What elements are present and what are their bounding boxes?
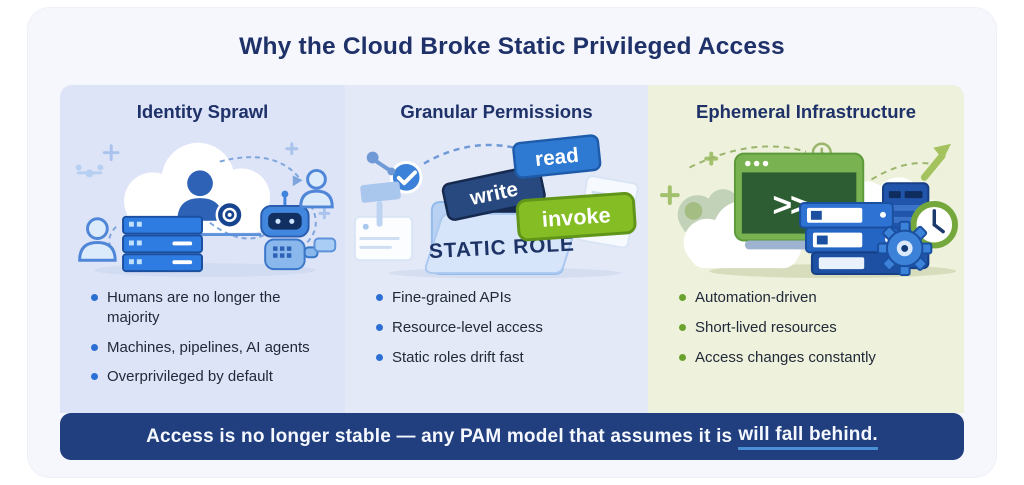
bullet-item: Automation-driven [678, 288, 952, 308]
column-3-bullet-list: Automation-driven Short-lived resources … [648, 278, 964, 377]
cloud-user-icon [177, 170, 223, 221]
bullet-item: Machines, pipelines, AI agents [90, 338, 333, 358]
robot-icon [260, 190, 337, 271]
user-small-left-icon [78, 217, 117, 262]
growth-arrow-icon [920, 143, 952, 181]
plus-icons [659, 151, 719, 205]
dashed-arc-left [689, 145, 807, 169]
column-1-bullet-list: Humans are no longer the majority Machin… [60, 278, 345, 397]
bullet-item: Humans are no longer the majority [90, 288, 333, 328]
bullet-item: Static roles drift fast [375, 348, 636, 368]
page-title: Why the Cloud Broke Static Privileged Ac… [239, 33, 785, 60]
arrowhead-icon [292, 175, 303, 187]
permission-tag-invoke-icon: invoke [515, 192, 637, 242]
security-badge-icon [215, 200, 244, 229]
bullet-item: Overprivileged by default [90, 367, 333, 387]
permission-tag-read-icon: read [512, 134, 602, 179]
bullet-item: Access changes constantly [678, 348, 952, 368]
banner-text-underlined: will fall behind. [738, 424, 878, 450]
bottom-banner: Access is no longer stable — any PAM mod… [60, 413, 964, 460]
column-identity-sprawl: Identity Sprawl [60, 85, 345, 413]
bullet-item: Resource-level access [375, 318, 636, 338]
column-granular-permissions: Granular Permissions [345, 85, 648, 413]
dashed-arc [423, 143, 516, 165]
banner-text: Access is no longer stable — any PAM mod… [146, 425, 733, 447]
dashed-arc-right [861, 162, 938, 187]
server-stack-icon [799, 202, 906, 276]
column-1-header: Identity Sprawl [136, 101, 269, 122]
identity-sprawl-illustration [60, 128, 345, 278]
cloud-badge [684, 202, 703, 220]
drone-icon [75, 164, 104, 178]
column-3-header: Ephemeral Infrastructure [695, 101, 916, 122]
columns-row: Identity Sprawl [60, 85, 964, 413]
column-2-bullet-list: Fine-grained APIs Resource-level access … [345, 278, 648, 377]
user-small-right-icon [299, 168, 334, 209]
gear-icon [877, 220, 933, 277]
granular-permissions-illustration: STATIC ROLE write read invoke [345, 128, 648, 278]
sparkle-icons [102, 142, 331, 220]
permission-tag-write-icon: write [441, 164, 546, 221]
server-stack-icon [122, 215, 203, 273]
bullet-item: Fine-grained APIs [375, 288, 636, 308]
signpost-icon [360, 151, 401, 227]
column-ephemeral-infrastructure: Ephemeral Infrastructure [648, 85, 964, 413]
tag-invoke-label: invoke [541, 202, 611, 232]
ephemeral-infrastructure-illustration: >> [648, 128, 964, 278]
tag-read-label: read [534, 144, 580, 171]
column-2-header: Granular Permissions [400, 101, 593, 122]
bullet-item: Short-lived resources [678, 318, 952, 338]
infographic-card: Why the Cloud Broke Static Privileged Ac… [28, 8, 996, 477]
